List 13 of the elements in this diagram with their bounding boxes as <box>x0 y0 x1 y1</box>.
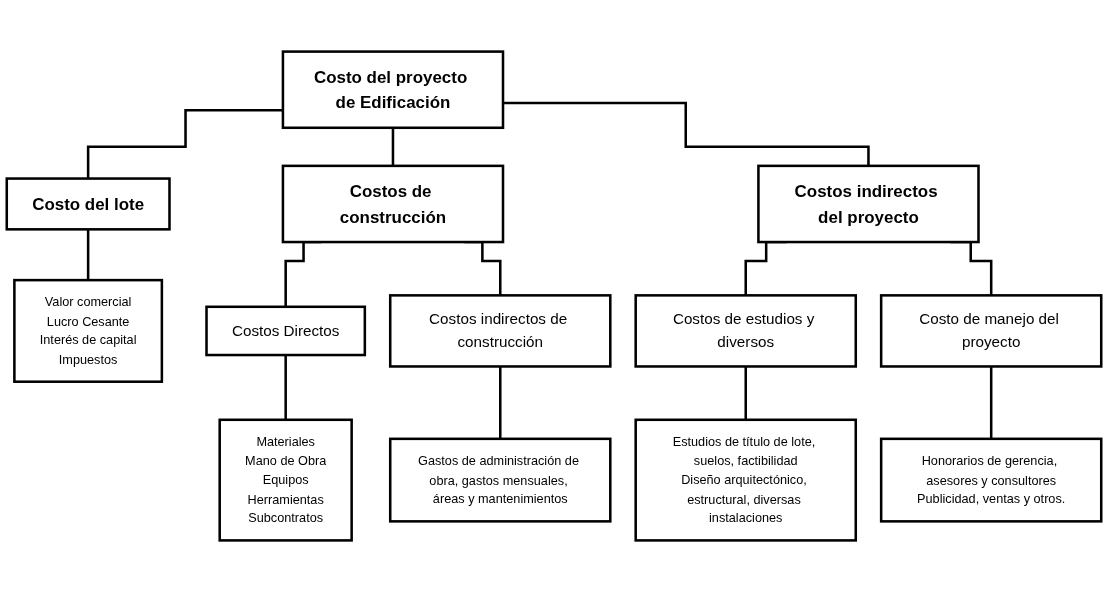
node-box: Valor comercial Lucro Cesante Interés de capital Impuestos <box>13 278 164 383</box>
node-box: Costo del lote <box>5 177 171 231</box>
node-box: Costo del proyecto de Edificación <box>281 50 505 130</box>
node-box: Materiales Mano de Obra Equipos Herramientas Subcontratos <box>218 418 353 542</box>
node-box: Costos de construcción <box>281 164 505 244</box>
node-box: Costos Directos <box>205 305 367 357</box>
node-box: Costos de estudios y diversos <box>634 294 858 368</box>
node-box: Gastos de administración de obra, gastos mensuales, áreas y mantenimientos <box>388 437 612 523</box>
node-box: Costo de manejo del proyecto <box>879 294 1103 368</box>
node-box: Estudios de título de lote, suelos, factibilidad Diseño arquitectónico, estructural, diversas instalaciones <box>634 418 858 542</box>
node-box: Honorarios de gerencia, asesores y consultores Publicidad, ventas y otros. <box>879 437 1103 523</box>
node-box: Costos indirectos del proyecto <box>757 164 980 244</box>
node-box: Costos indirectos de construcción <box>388 294 612 368</box>
